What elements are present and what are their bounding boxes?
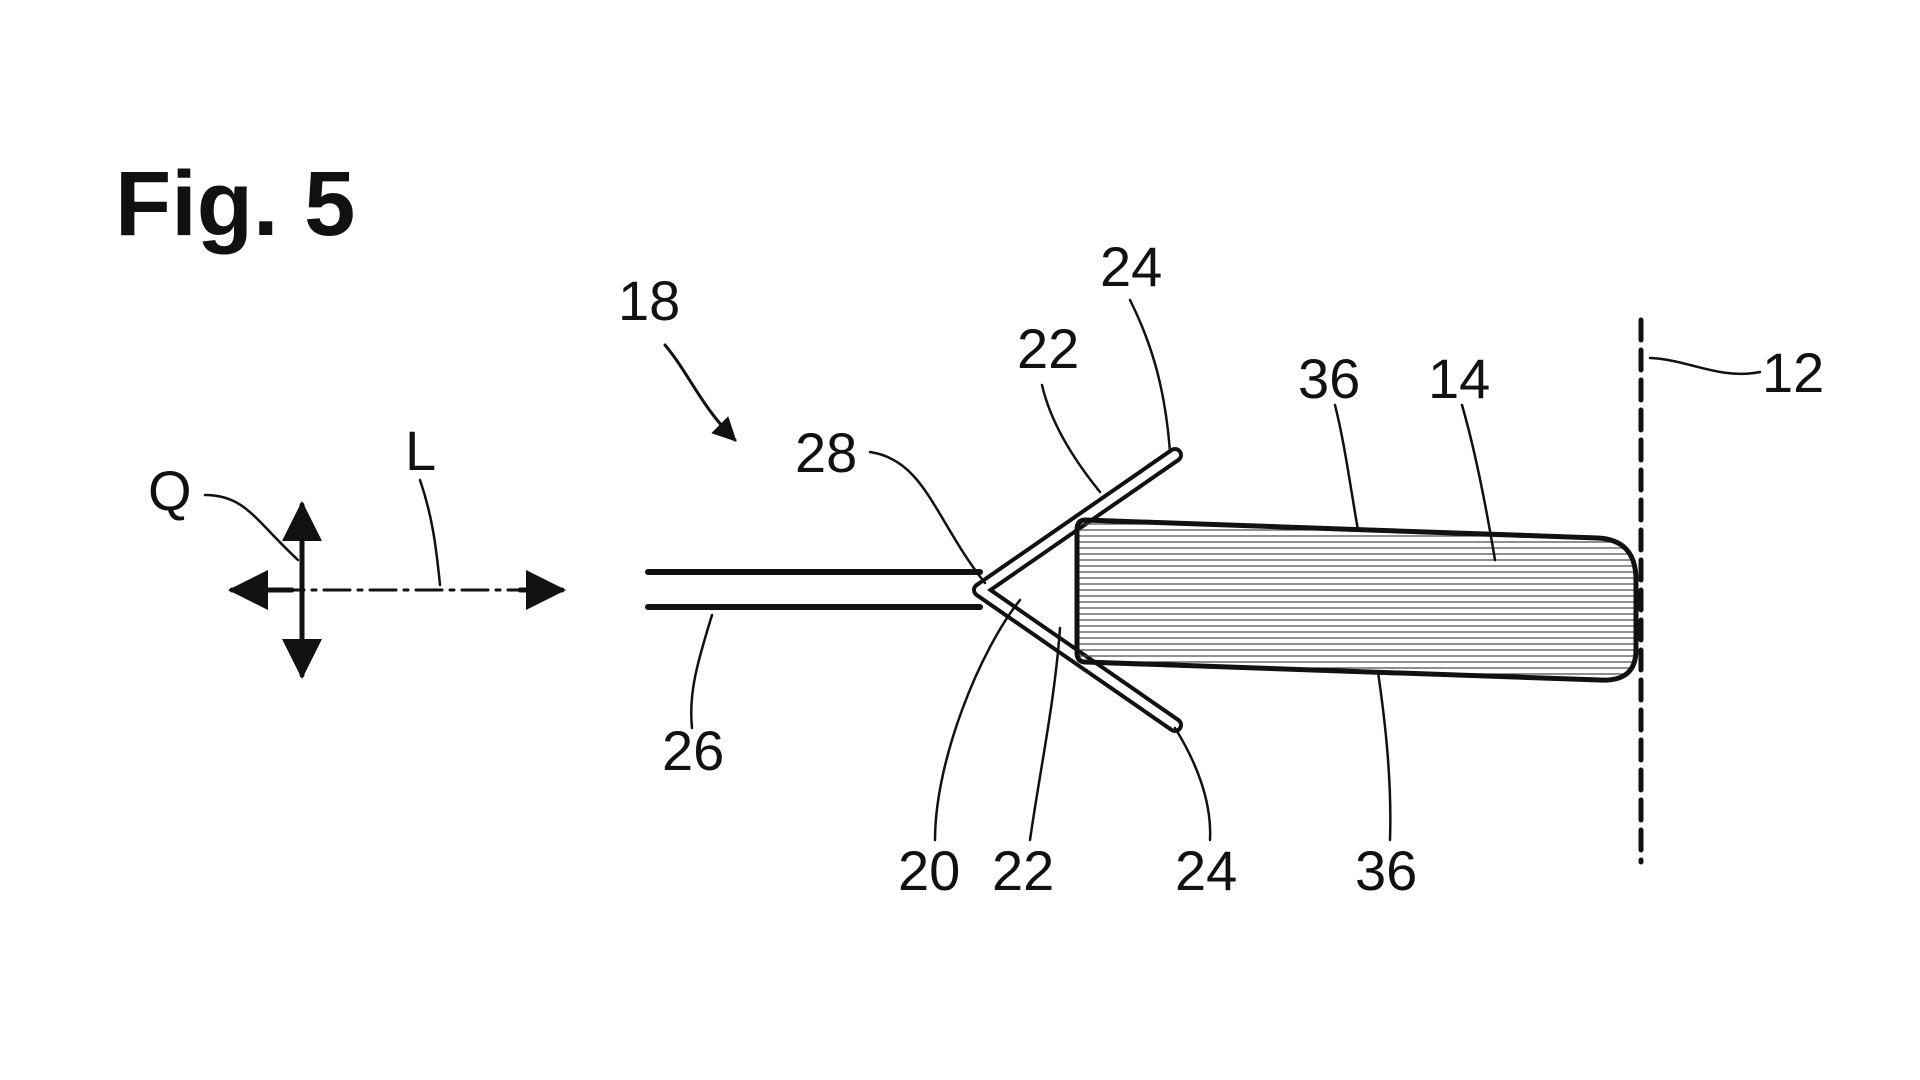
label-ref-24-top: 24	[1100, 235, 1162, 298]
label-ref-28: 28	[795, 421, 857, 484]
strip-26	[648, 572, 980, 607]
label-ref-22-top: 22	[1017, 317, 1079, 380]
label-ref-26: 26	[662, 719, 724, 782]
label-l: L	[405, 419, 436, 482]
leader-36-bottom	[1378, 672, 1390, 840]
label-ref-20: 20	[898, 839, 960, 902]
leader-22-top	[1042, 385, 1100, 492]
direction-indicator	[205, 480, 562, 675]
ref-18-arrow	[665, 345, 735, 440]
label-ref-14: 14	[1428, 347, 1490, 410]
leader-24-bottom	[1175, 728, 1210, 840]
label-ref-24-bottom: 24	[1175, 839, 1237, 902]
l-leader-line	[420, 480, 440, 585]
leader-12	[1650, 358, 1760, 374]
label-ref-22-bottom: 22	[992, 839, 1054, 902]
label-ref-36-bottom: 36	[1355, 839, 1417, 902]
hatched-body-14	[1077, 520, 1636, 680]
figure-title: Fig. 5	[115, 153, 355, 255]
leader-26	[691, 615, 712, 728]
label-ref-12: 12	[1762, 341, 1824, 404]
q-leader-line	[205, 495, 298, 560]
leader-22-bottom	[1030, 628, 1060, 840]
leader-36-top	[1335, 405, 1358, 530]
label-ref-18: 18	[618, 269, 680, 332]
leader-24-top	[1130, 300, 1170, 452]
label-q: Q	[148, 459, 192, 522]
leader-28	[870, 452, 985, 583]
label-ref-36-top: 36	[1298, 347, 1360, 410]
leader-20	[935, 600, 1020, 840]
